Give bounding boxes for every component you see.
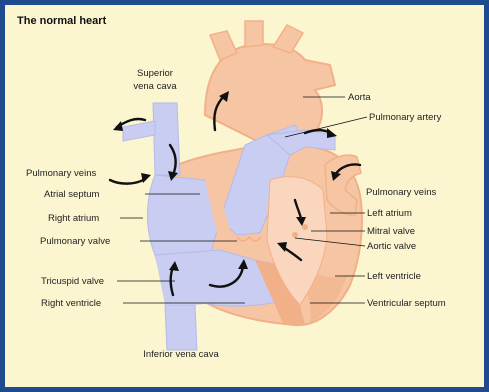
flow-arrowhead xyxy=(113,121,123,131)
label-left-ventricle: Left ventricle xyxy=(367,271,421,282)
label-right-ventricle: Right ventricle xyxy=(41,298,101,309)
label-right-atrium: Right atrium xyxy=(48,213,99,224)
label-pulmonary-valve: Pulmonary valve xyxy=(40,236,110,247)
label-superior-vena-cava-line1: Superior xyxy=(137,68,173,79)
label-ventricular-septum: Ventricular septum xyxy=(367,298,446,309)
label-superior-vena-cava-line2: vena cava xyxy=(133,81,177,92)
label-pulmonary-veins-right: Pulmonary veins xyxy=(366,187,436,198)
heart-diagram: Superior vena cava Aorta Pulmonary arter… xyxy=(5,5,484,387)
label-aorta: Aorta xyxy=(348,92,371,103)
label-mitral-valve: Mitral valve xyxy=(367,226,415,237)
label-pulmonary-veins-left: Pulmonary veins xyxy=(26,168,96,179)
flow-arrow xyxy=(110,179,145,184)
label-inferior-vena-cava: Inferior vena cava xyxy=(143,349,219,360)
label-tricuspid-valve: Tricuspid valve xyxy=(41,276,104,287)
label-pulmonary-artery: Pulmonary artery xyxy=(369,112,442,123)
label-aortic-valve: Aortic valve xyxy=(367,241,416,252)
label-atrial-septum: Atrial septum xyxy=(44,189,100,200)
label-left-atrium: Left atrium xyxy=(367,208,412,219)
diagram-card: The normal heart xyxy=(5,5,484,387)
